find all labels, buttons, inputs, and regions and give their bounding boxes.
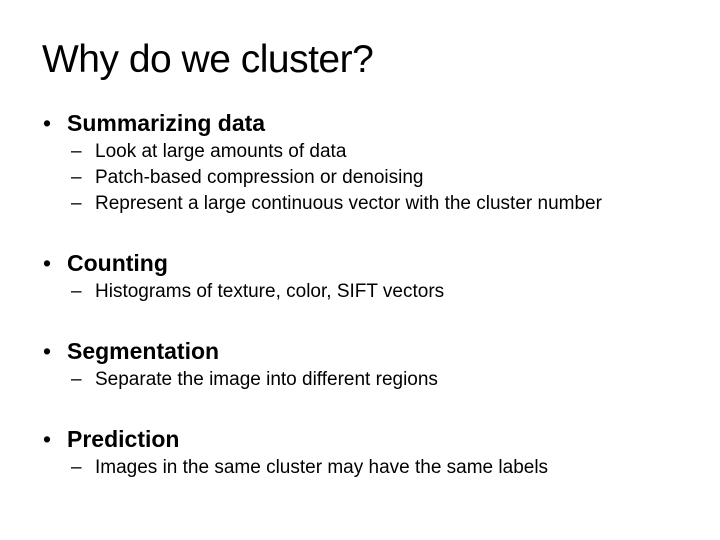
slide-title: Why do we cluster?	[42, 38, 374, 82]
bullet-heading: • Summarizing data	[0, 108, 720, 138]
bullet-heading: • Segmentation	[0, 336, 720, 366]
dash-icon: –	[71, 281, 82, 302]
bullet-heading: • Prediction	[0, 424, 720, 454]
bullet-icon: •	[43, 426, 52, 452]
dash-icon: –	[71, 193, 82, 214]
dash-icon: –	[71, 457, 82, 478]
sub-bullet-label: Represent a large continuous vector with…	[95, 193, 602, 214]
bullet-icon: •	[43, 338, 52, 364]
sub-bullet-label: Histograms of texture, color, SIFT vecto…	[95, 281, 445, 302]
slide-body: • Summarizing data – Look at large amoun…	[0, 108, 720, 512]
bullet-icon: •	[43, 250, 52, 276]
sub-bullet-item: – Images in the same cluster may have th…	[0, 455, 720, 481]
section-segmentation: • Segmentation – Separate the image into…	[0, 336, 720, 393]
sub-bullet-label: Images in the same cluster may have the …	[95, 457, 549, 478]
section-counting: • Counting – Histograms of texture, colo…	[0, 248, 720, 305]
bullet-heading-label: Segmentation	[67, 338, 220, 364]
sub-bullet-label: Patch-based compression or denoising	[95, 167, 424, 188]
bullet-heading-label: Prediction	[67, 426, 180, 452]
bullet-heading-label: Counting	[67, 250, 168, 276]
sub-bullet-item: – Histograms of texture, color, SIFT vec…	[0, 279, 720, 305]
sub-bullet-label: Look at large amounts of data	[95, 141, 347, 162]
sub-bullet-label: Separate the image into different region…	[95, 369, 438, 390]
sub-bullet-item: – Patch-based compression or denoising	[0, 165, 720, 191]
dash-icon: –	[71, 141, 82, 162]
sub-bullet-item: – Represent a large continuous vector wi…	[0, 191, 720, 217]
section-summarizing-data: • Summarizing data – Look at large amoun…	[0, 108, 720, 217]
dash-icon: –	[71, 369, 82, 390]
bullet-heading-label: Summarizing data	[67, 110, 266, 136]
dash-icon: –	[71, 167, 82, 188]
sub-bullet-item: – Separate the image into different regi…	[0, 367, 720, 393]
bullet-icon: •	[43, 110, 52, 136]
sub-bullet-item: – Look at large amounts of data	[0, 139, 720, 165]
section-prediction: • Prediction – Images in the same cluste…	[0, 424, 720, 481]
bullet-heading: • Counting	[0, 248, 720, 278]
